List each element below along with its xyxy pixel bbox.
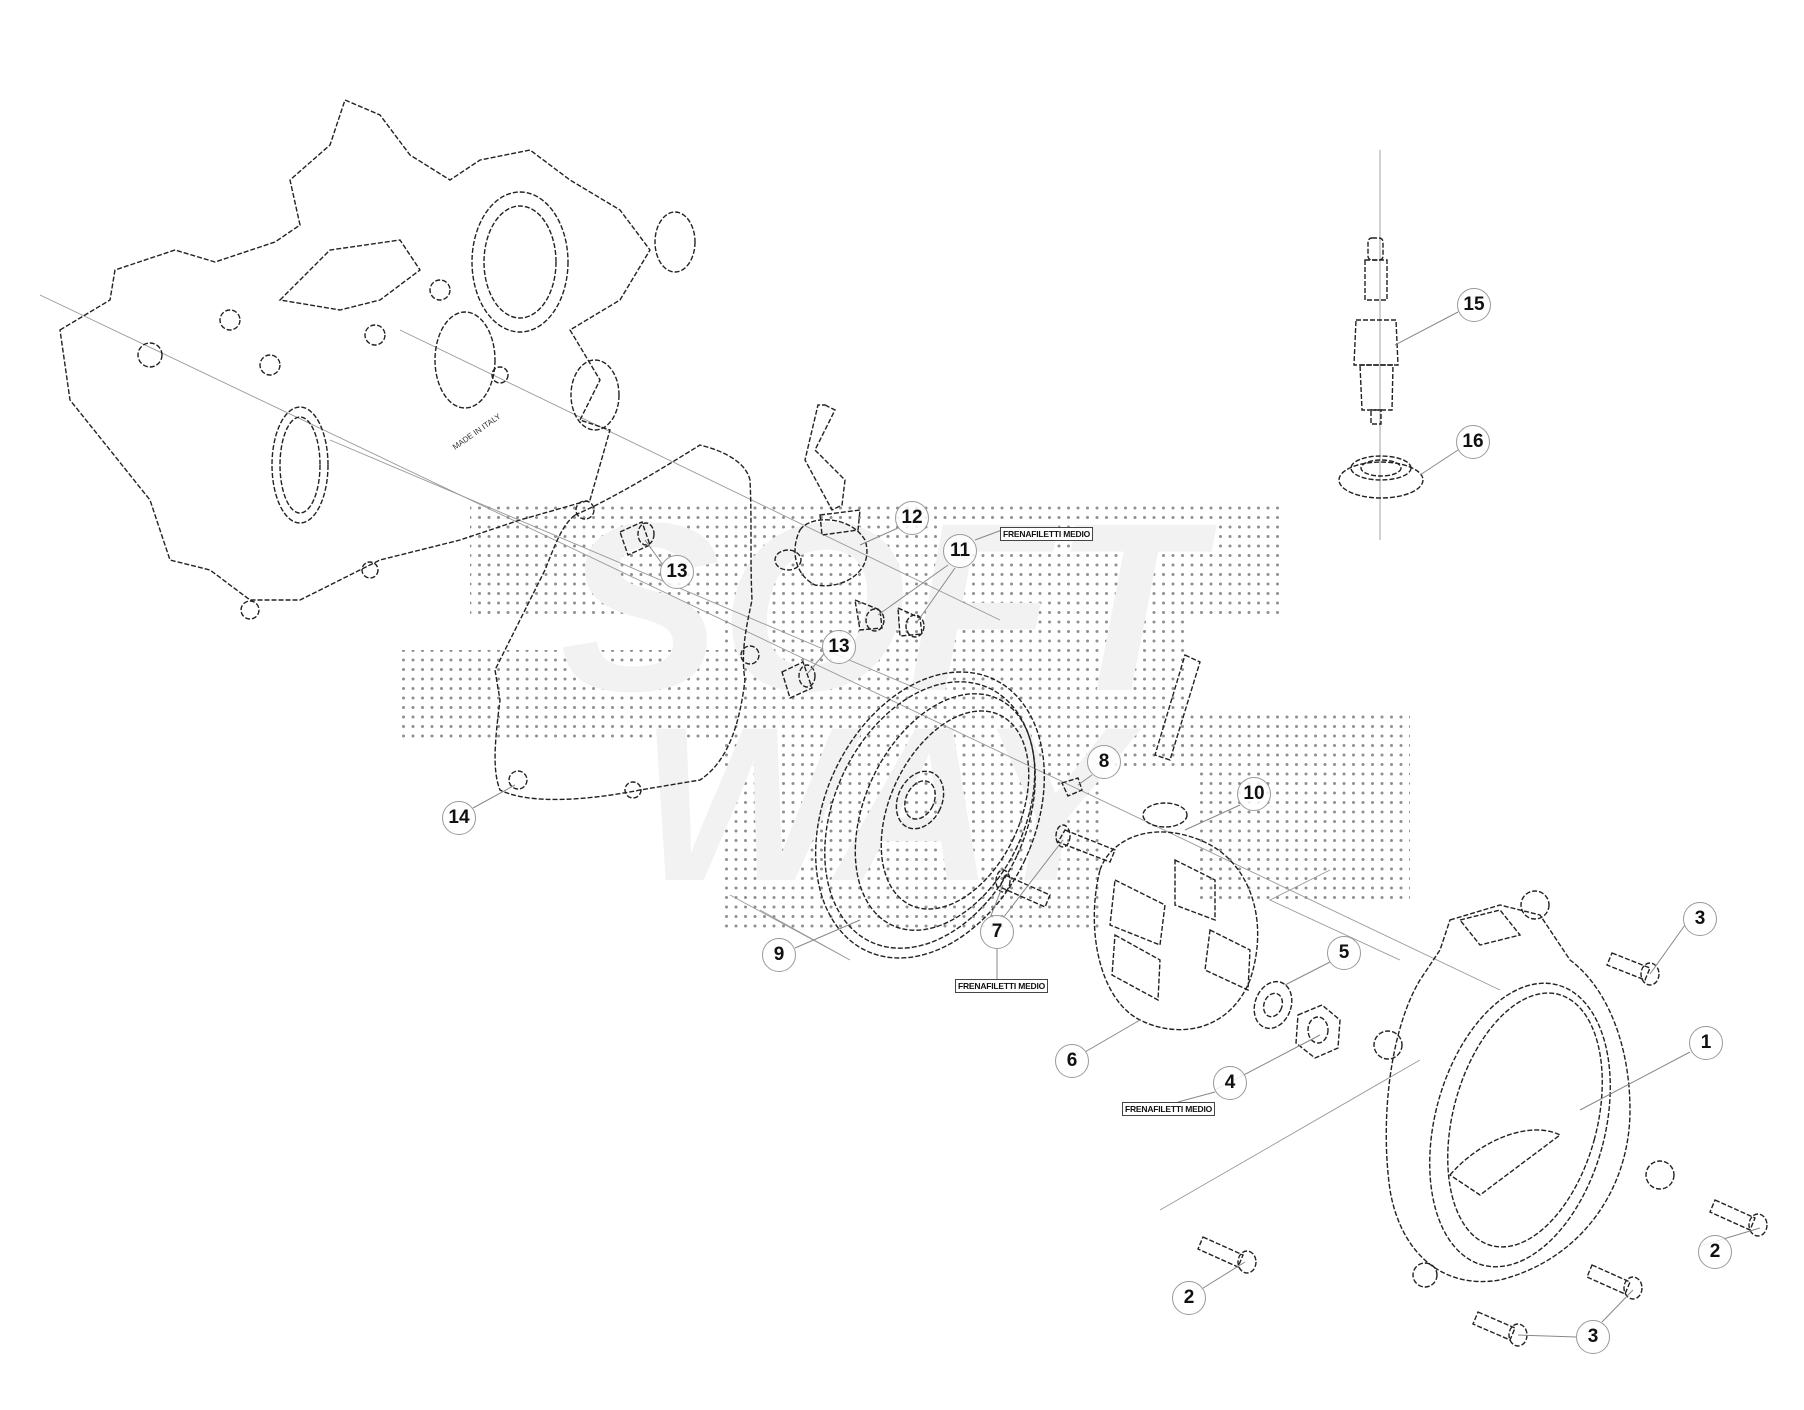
callout-washer[interactable]: 5 <box>1327 936 1361 970</box>
callout-stator[interactable]: 6 <box>1055 1044 1089 1078</box>
flywheel-rotor <box>814 671 1046 959</box>
callout-cover-bolt[interactable]: 3 <box>1683 902 1717 936</box>
callout-flywheel-rotor[interactable]: 9 <box>762 938 796 972</box>
spark-plug-washer <box>1338 455 1424 499</box>
cover-gasket <box>494 444 760 801</box>
callout-flywheel-nut[interactable]: 4 <box>1213 1066 1247 1100</box>
dowel-pins <box>619 521 816 699</box>
callout-woodruff-key[interactable]: 8 <box>1087 745 1121 779</box>
ignition-cover <box>1373 890 1675 1288</box>
callout-dowel-pin[interactable]: 13 <box>822 630 856 664</box>
threadlocker-note: FRENAFILETTI MEDIO <box>1122 1102 1216 1116</box>
callout-cover-gasket[interactable]: 14 <box>442 801 476 835</box>
callout-stator-screw[interactable]: 7 <box>980 915 1014 949</box>
callout-cover-bolt[interactable]: 2 <box>1698 1235 1732 1269</box>
pickup-sensor <box>774 404 868 587</box>
stator-screws <box>995 824 1116 908</box>
flywheel-nut <box>1295 1004 1341 1059</box>
watermark-text-bottom: WAY <box>640 681 1142 927</box>
crankcase-marking: MADE IN ITALY <box>451 411 503 451</box>
cover-bolts <box>1197 952 1768 1347</box>
callout-ignition-cover[interactable]: 1 <box>1689 1026 1723 1060</box>
callout-cover-bolt[interactable]: 3 <box>1576 1320 1610 1354</box>
threadlocker-note: FRENAFILETTI MEDIO <box>955 979 1049 993</box>
callout-pickup-sensor[interactable]: 12 <box>895 501 929 535</box>
callout-cover-bolt[interactable]: 2 <box>1172 1281 1206 1315</box>
assembly-axes <box>39 150 1501 1211</box>
threadlocker-note: FRENAFILETTI MEDIO <box>1000 527 1094 541</box>
spark-plug <box>1353 237 1399 425</box>
callout-stator-cable-grommet[interactable]: 10 <box>1237 777 1271 811</box>
stator <box>1093 654 1259 1031</box>
pickup-screws <box>854 598 925 638</box>
callout-dowel-pin[interactable]: 13 <box>660 555 694 589</box>
callout-pickup-screw[interactable]: 11 <box>943 534 977 568</box>
washer <box>1253 980 1293 1030</box>
callout-spark-plug-washer[interactable]: 16 <box>1456 425 1490 459</box>
woodruff-key <box>1061 777 1083 797</box>
callout-spark-plug[interactable]: 15 <box>1457 288 1491 322</box>
